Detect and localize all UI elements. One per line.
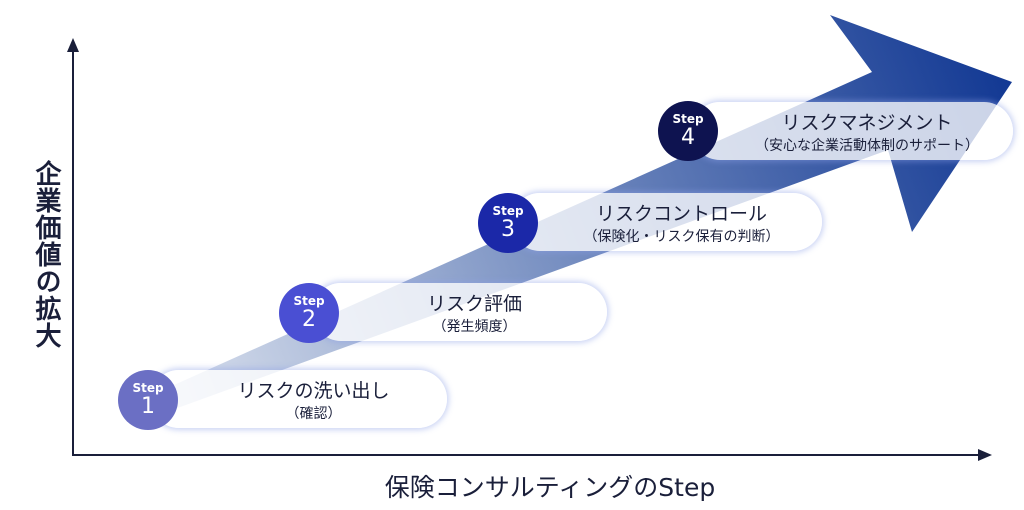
step-1-badge: Step 1	[118, 370, 178, 430]
x-axis-arrowhead	[978, 449, 992, 461]
step-label: Step	[672, 112, 704, 126]
step-number: 2	[302, 307, 316, 332]
step-number: 1	[141, 394, 155, 419]
step-1-card: リスクの洗い出し （確認）	[150, 370, 447, 428]
y-axis-label: 企業価値の拡大	[31, 160, 61, 349]
step-1-title: リスクの洗い出し	[237, 380, 390, 402]
step-1-subtitle: （確認）	[285, 406, 342, 422]
y-axis-arrowhead	[67, 38, 79, 52]
step-2-badge: Step 2	[279, 283, 339, 343]
step-3-card: リスクコントロール （保険化・リスク保有の判断）	[511, 193, 822, 251]
step-label: Step	[293, 294, 325, 308]
step-4-badge: Step 4	[658, 101, 718, 161]
step-3-title: リスクコントロール	[595, 203, 767, 225]
step-label: Step	[492, 204, 524, 218]
step-2-subtitle: （発生頻度）	[432, 319, 517, 335]
step-number: 4	[681, 125, 695, 150]
step-number: 3	[501, 217, 515, 242]
x-axis-label: 保険コンサルティングのStep	[384, 473, 716, 502]
step-2-card: リスク評価 （発生頻度）	[312, 283, 607, 341]
step-4-subtitle: （安心な企業活動体制のサポート）	[755, 138, 979, 154]
step-2-title: リスク評価	[426, 293, 522, 315]
step-label: Step	[132, 381, 164, 395]
step-3-subtitle: （保険化・リスク保有の判断）	[583, 229, 780, 245]
step-4-card: リスクマネジメント （安心な企業活動体制のサポート）	[691, 102, 1013, 160]
step-3-badge: Step 3	[478, 193, 538, 253]
step-4-title: リスクマネジメント	[781, 112, 953, 134]
